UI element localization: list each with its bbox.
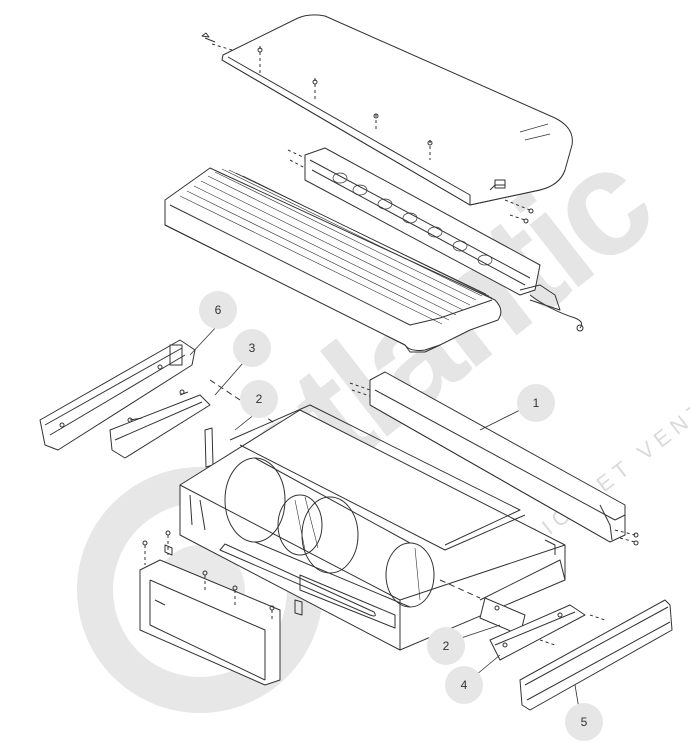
ribbed-grille	[164, 167, 502, 353]
callout-3: 3	[233, 329, 271, 367]
side-panel-left	[39, 339, 196, 451]
louvre-assembly	[287, 147, 584, 332]
callout-1: 1	[517, 384, 555, 422]
callout-1-label: 1	[532, 396, 540, 410]
callout-4: 4	[445, 666, 483, 704]
front-strip-part-5	[519, 599, 673, 711]
callout-4-label: 4	[460, 678, 468, 692]
callout-5-label: 5	[580, 715, 588, 729]
callout-2-lower: 2	[427, 627, 465, 665]
filter-panel	[139, 530, 281, 686]
callout-3-label: 3	[248, 341, 256, 355]
callout-2-upper-label: 2	[255, 392, 263, 406]
callout-2-upper: 2	[240, 380, 278, 418]
top-rail-part-1	[349, 371, 639, 546]
callout-6-label: 6	[214, 303, 222, 317]
callout-2-lower-label: 2	[442, 639, 450, 653]
cover-screws	[201, 32, 534, 224]
clip-part	[294, 599, 303, 616]
main-chassis	[179, 404, 566, 651]
callout-5: 5	[565, 703, 603, 741]
bracket-4	[489, 604, 606, 661]
bracket-2-upper	[204, 427, 214, 468]
callout-6: 6	[199, 291, 237, 329]
top-cover-panel	[221, 14, 573, 206]
